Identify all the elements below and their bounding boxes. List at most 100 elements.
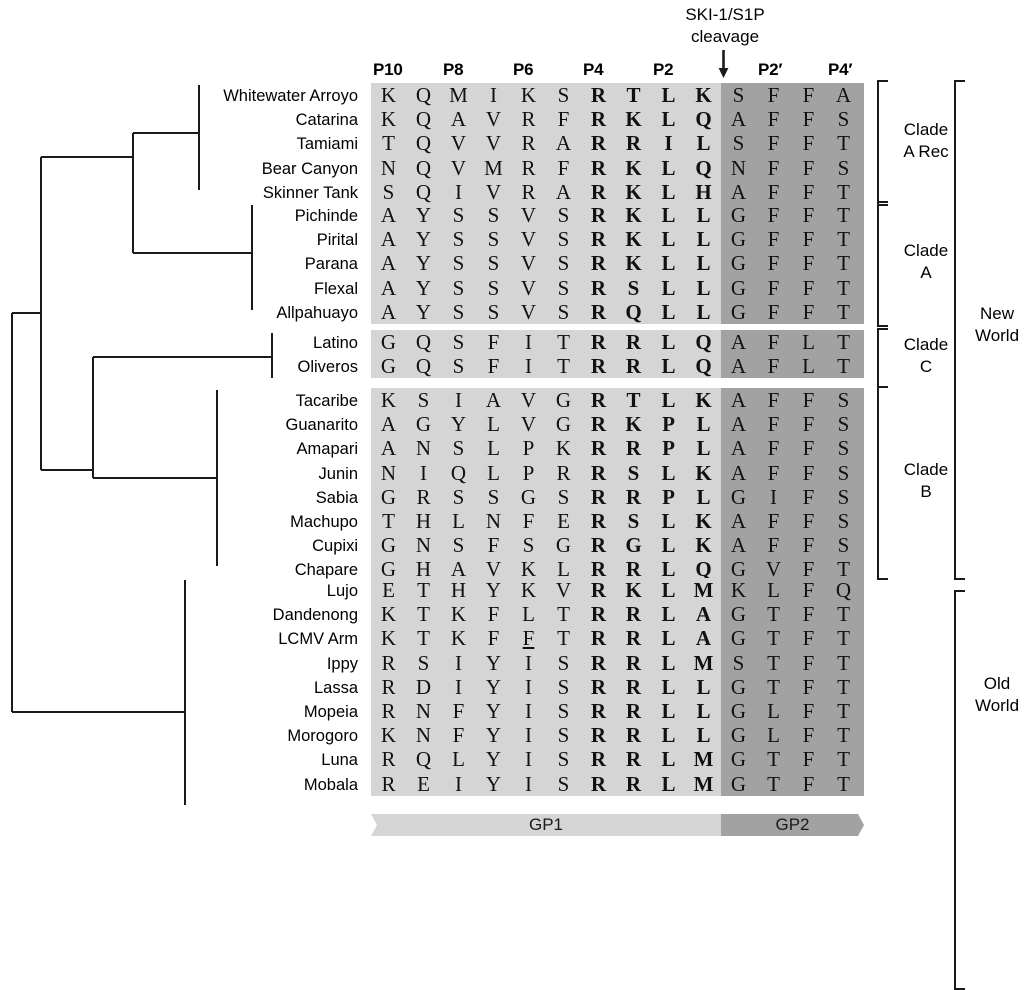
residue-cell: T <box>837 299 850 324</box>
residue-cell: L <box>661 251 676 276</box>
residue-cell: S <box>557 699 570 724</box>
taxon-label-junin: Junin <box>318 464 358 483</box>
residue-cell: R <box>590 557 607 582</box>
residue-cell: A <box>730 509 747 534</box>
residue-cell: T <box>837 179 850 204</box>
residue-cell: S <box>452 330 465 355</box>
residue-cell: S <box>557 771 570 796</box>
residue-cell: Q <box>695 557 712 582</box>
residue-cell: T <box>837 275 850 300</box>
residue-cell: F <box>767 155 780 180</box>
residue-cell: S <box>452 484 465 509</box>
residue-cell: I <box>490 83 497 108</box>
taxon-label-flexal: Flexal <box>313 279 358 298</box>
residue-cell: S <box>557 723 570 748</box>
residue-cell: R <box>590 155 607 180</box>
residue-cell: L <box>661 83 676 108</box>
taxon-label-latino: Latino <box>313 334 358 352</box>
residue-cell: I <box>525 771 532 796</box>
residue-cell: Y <box>415 227 432 252</box>
taxon-label-lcmv-arm: LCMV Arm <box>278 630 358 649</box>
down-arrow-icon <box>718 50 729 78</box>
residue-cell: N <box>730 155 747 180</box>
residue-cell: T <box>837 227 850 252</box>
residue-cell: R <box>381 650 396 675</box>
residue-cell: L <box>661 723 676 748</box>
residue-cell: A <box>380 436 397 461</box>
gp2-region-bar: GP2 <box>721 814 864 836</box>
residue-cell: A <box>730 179 747 204</box>
residue-cell: A <box>695 626 712 651</box>
residue-cell: F <box>452 723 465 748</box>
residue-cell: Y <box>415 203 432 228</box>
residue-cell: L <box>661 179 676 204</box>
residue-cell: F <box>802 557 815 582</box>
residue-cell: H <box>415 509 432 534</box>
residue-cell: F <box>767 330 780 355</box>
residue-cell: Y <box>485 723 502 748</box>
position-header-p2: P2 <box>653 60 674 79</box>
residue-cell: S <box>837 436 850 461</box>
residue-cell: F <box>767 412 780 437</box>
residue-cell: Y <box>485 674 502 699</box>
residue-cell: L <box>452 747 465 772</box>
residue-cell: S <box>837 412 850 437</box>
residue-cell: L <box>696 674 711 699</box>
residue-cell: K <box>625 107 642 132</box>
residue-cell: F <box>767 131 780 156</box>
residue-cell: L <box>452 509 465 534</box>
residue-cell: H <box>695 179 712 204</box>
residue-cell: S <box>487 251 500 276</box>
residue-cell: F <box>487 354 500 379</box>
residue-cell: R <box>625 771 642 796</box>
residue-cell: R <box>625 131 642 156</box>
residue-cell: K <box>380 626 397 651</box>
residue-cell: I <box>525 699 532 724</box>
residue-cell: F <box>767 275 780 300</box>
residue-cell: N <box>380 155 397 180</box>
residue-cell: L <box>661 578 676 603</box>
residue-cell: A <box>730 388 747 413</box>
residue-cell: S <box>557 299 570 324</box>
residue-cell: V <box>520 388 537 413</box>
residue-cell: M <box>449 83 468 108</box>
residue-cell: R <box>625 626 642 651</box>
residue-cell: K <box>695 509 712 534</box>
residue-cell: Y <box>415 275 432 300</box>
residue-cell: F <box>802 509 815 534</box>
residue-cell: F <box>557 155 570 180</box>
residue-cell: Y <box>415 251 432 276</box>
residue-cell: F <box>522 626 535 651</box>
residue-cell: P <box>662 412 675 437</box>
residue-cell: Q <box>625 299 642 324</box>
residue-cell: I <box>770 484 777 509</box>
residue-cell: R <box>590 131 607 156</box>
residue-cell: L <box>661 275 676 300</box>
residue-cell: P <box>522 436 535 461</box>
residue-cell: A <box>730 412 747 437</box>
residue-cell: L <box>696 699 711 724</box>
residue-cell: R <box>590 578 607 603</box>
residue-cell: G <box>730 723 747 748</box>
residue-cell: Q <box>415 83 432 108</box>
residue-cell: G <box>730 275 747 300</box>
residue-cell: L <box>767 699 780 724</box>
residue-cell: L <box>767 723 780 748</box>
residue-cell: T <box>837 251 850 276</box>
